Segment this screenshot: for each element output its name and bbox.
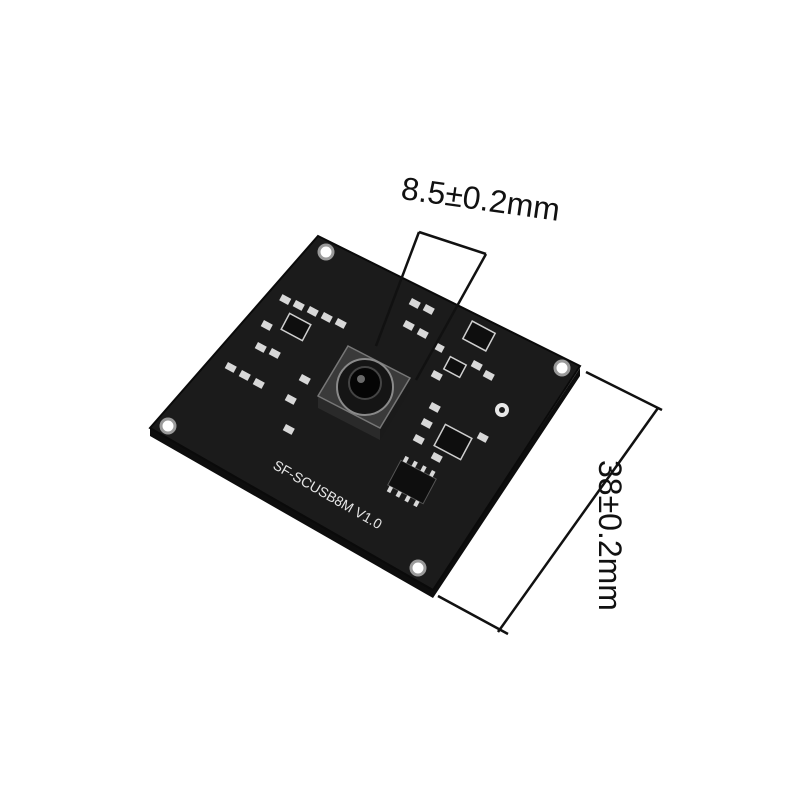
mounting-hole-top [317,243,335,261]
mounting-holes [159,243,571,577]
ic-chips [280,312,497,461]
board-dimension-lines [437,370,663,636]
flash-chip [386,455,437,508]
board-width-label: 38±0.2mm [592,460,628,611]
mounting-hole-right [553,359,571,377]
mounting-hole-bottom [409,559,427,577]
camera-lens [348,366,382,400]
mounting-hole-left [159,417,177,435]
smd-components [224,294,495,463]
camera-module [316,345,412,440]
lens-dimension-lines [374,230,488,381]
